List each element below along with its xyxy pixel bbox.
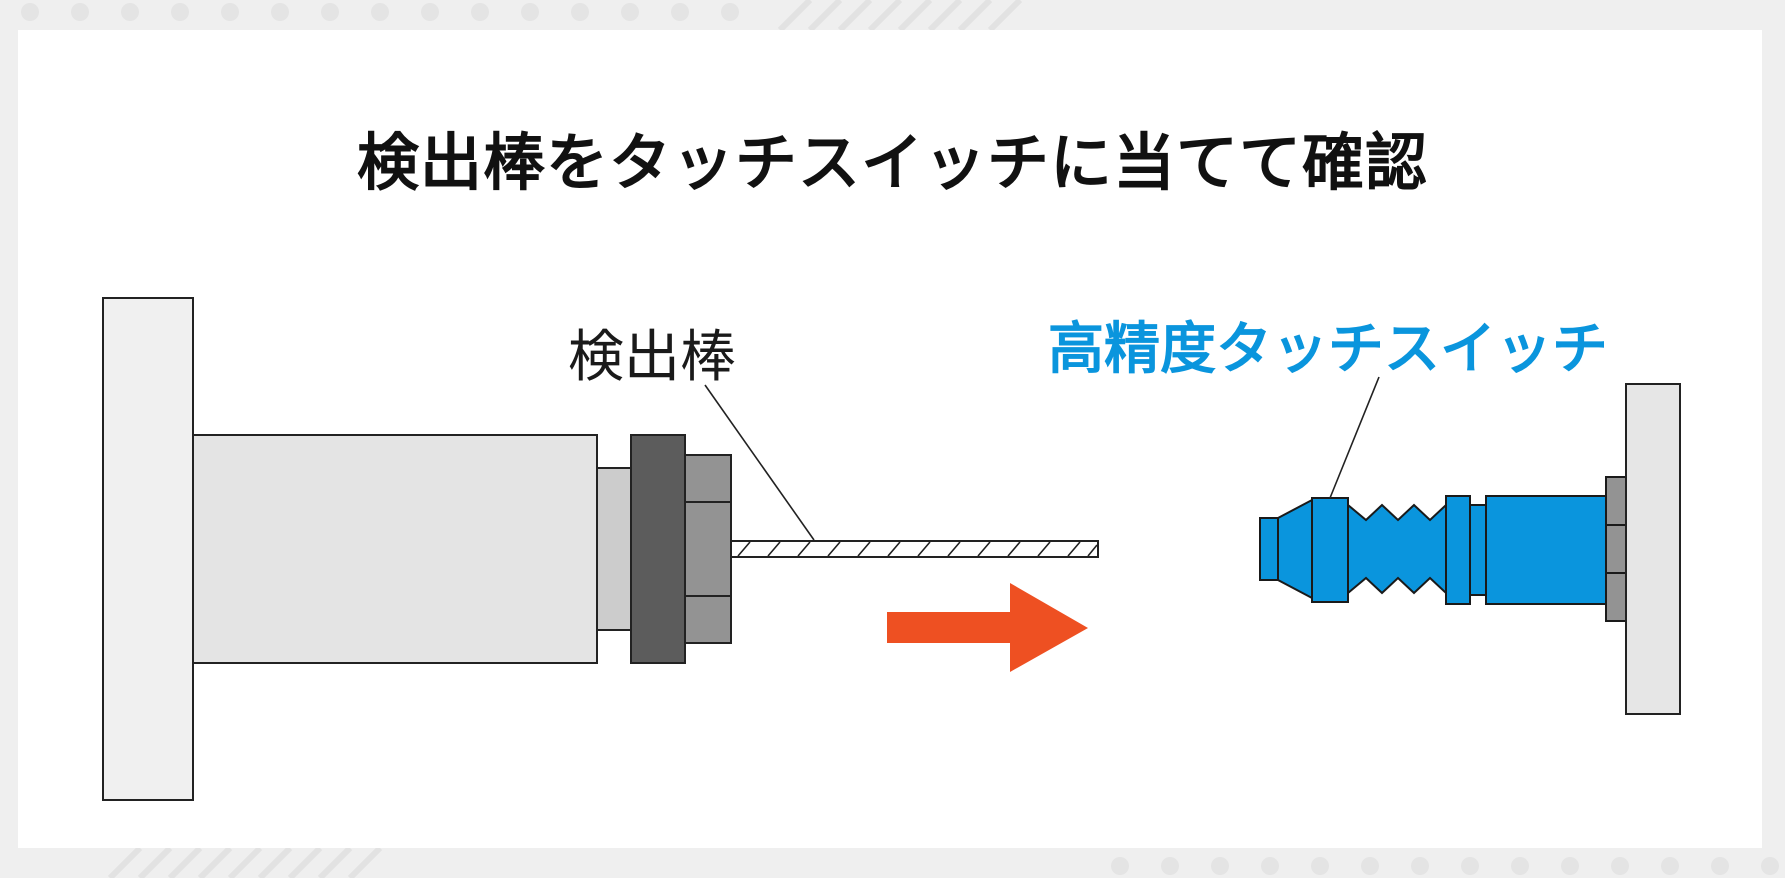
right-mounting-plate — [1625, 383, 1681, 715]
right-arrow-icon — [887, 583, 1088, 672]
rod-leader-line — [704, 384, 815, 541]
left-mounting-plate — [102, 297, 194, 801]
page-title: 検出棒をタッチスイッチに当てて確認 — [356, 126, 1428, 199]
cylinder-body — [192, 434, 598, 664]
switch-leader-line — [1329, 376, 1380, 499]
cylinder-collar — [596, 467, 632, 631]
detection-rod — [730, 540, 1099, 558]
touch-switch-label: 高精度タッチスイッチ — [1048, 317, 1608, 382]
detection-rod-label: 検出棒 — [568, 325, 736, 390]
lock-nut — [630, 434, 686, 664]
touch-switch — [1259, 476, 1627, 622]
hex-nut — [684, 454, 732, 644]
